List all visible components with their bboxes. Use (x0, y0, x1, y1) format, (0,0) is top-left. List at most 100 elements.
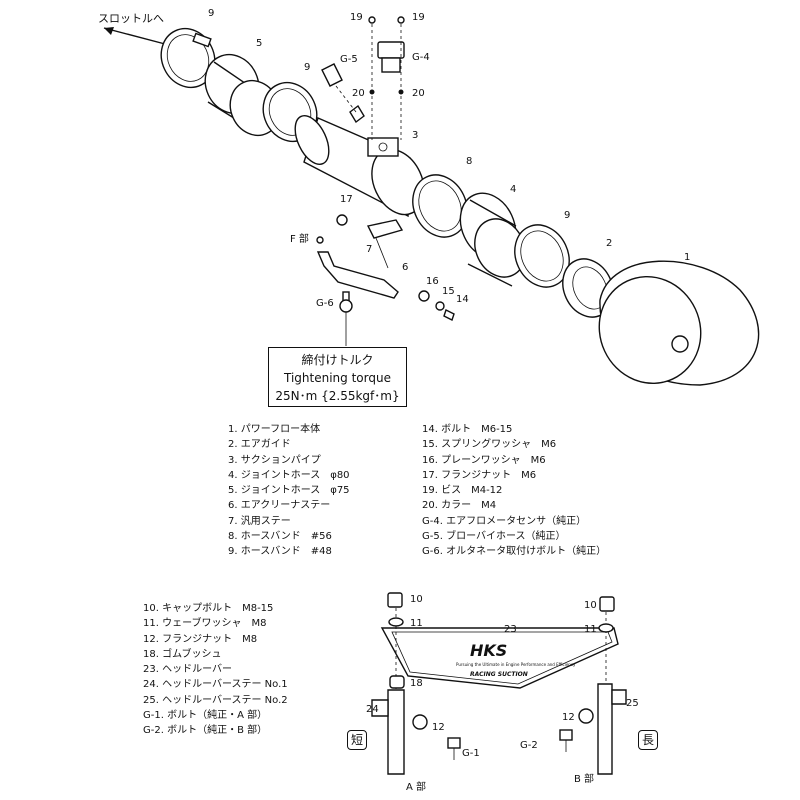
parts-list-item: 3. サクションパイプ (228, 454, 321, 466)
callout-9a: 9 (208, 8, 214, 19)
callout-a: A 部 (406, 780, 426, 793)
callout-9c: 9 (564, 210, 570, 221)
parts-list-item: 19. ビス M4-12 (422, 485, 503, 497)
hose-band-9-right (514, 224, 570, 288)
rubber-bush-18 (389, 675, 405, 689)
joint-hose-4 (459, 192, 526, 287)
power-flow-body-1 (598, 260, 760, 386)
parts-list-item: G-2. ボルト（純正・B 部） (143, 725, 268, 737)
callout-10b: 10 (584, 600, 597, 611)
callout-23: 23 (504, 624, 517, 635)
wave-washer-11-right (598, 623, 614, 633)
logo-brand: HKS (470, 641, 507, 660)
parts-list-item: 6. エアクリーナステー (228, 500, 331, 512)
callout-15: 15 (442, 286, 455, 297)
cap-bolt-10-right (599, 596, 615, 684)
parts-list-right: 14. ボルト M6-15 15. スプリングワッシャ M6 16. プレーンワ… (422, 422, 606, 560)
logo-name: RACING SUCTION (470, 671, 528, 678)
parts-list-item: 7. 汎用ステー (228, 515, 291, 527)
callout-f: F 部 (290, 232, 309, 245)
parts-list-item: G-5. ブローバイホース（純正） (422, 531, 566, 543)
parts-list-item: 12. フランジナット M8 (143, 633, 258, 645)
callout-g1: G-1 (462, 748, 480, 759)
parts-list-item: G-1. ボルト（純正・A 部） (143, 710, 268, 722)
callout-g6: G-6 (316, 298, 334, 309)
parts-list-item: 5. ジョイントホース φ75 (228, 485, 350, 497)
callout-3: 3 (412, 130, 418, 141)
callout-1: 1 (684, 252, 690, 263)
head-louver-23 (380, 627, 619, 689)
callout-g5: G-5 (340, 54, 358, 65)
bolt-g1 (447, 737, 461, 760)
wave-washer-11-left (388, 617, 404, 627)
callout-18: 18 (410, 678, 423, 689)
hose-band-9-top (160, 27, 216, 89)
callout-5: 5 (256, 38, 262, 49)
bolt-g2 (559, 729, 573, 752)
parts-list-item: 9. ホースバンド #48 (228, 546, 332, 558)
callout-2: 2 (606, 238, 612, 249)
callout-g2: G-2 (520, 740, 538, 751)
parts-list-item: 24. ヘッドルーバーステー No.1 (143, 679, 288, 691)
parts-list-item: 11. ウェーブワッシャ M8 (143, 618, 267, 630)
parts-list-item: 20. カラー M4 (422, 500, 497, 512)
airflow-sensor-g4 (368, 16, 405, 140)
callout-19a: 19 (350, 12, 363, 23)
louver-stay-24 (371, 689, 405, 775)
callout-25: 25 (626, 698, 639, 709)
suction-pipe-3 (294, 104, 425, 218)
callout-12a: 12 (432, 722, 445, 733)
bolt-washer-set (418, 290, 455, 321)
badge-long: 長 (638, 730, 658, 750)
torque-spec-box: 締付けトルク Tightening torque 25N･m {2.55kgf･… (268, 347, 407, 407)
callout-6: 6 (402, 262, 408, 273)
throttle-direction-arrow (103, 27, 166, 45)
parts-list-item: 23. ヘッドルーバー (143, 664, 232, 676)
parts-list-item: 10. キャップボルト M8-15 (143, 603, 274, 614)
callout-12b: 12 (562, 712, 575, 723)
throttle-label: スロットルへ (98, 12, 164, 25)
louver-stay-25 (597, 683, 627, 775)
callout-9b: 9 (304, 62, 310, 73)
callout-g4: G-4 (412, 52, 430, 63)
callout-4: 4 (510, 184, 516, 195)
callout-b: B 部 (574, 772, 594, 785)
alternator-bolt-g6 (339, 291, 353, 346)
callout-11b: 11 (584, 624, 597, 635)
parts-list-item: G-4. エアフロメータセンサ（純正） (422, 515, 587, 527)
callout-17: 17 (340, 194, 353, 205)
callout-19b: 19 (412, 12, 425, 23)
callout-14: 14 (456, 294, 469, 305)
callout-7: 7 (366, 244, 372, 255)
parts-list-item: 2. エアガイド (228, 439, 291, 451)
parts-list-item: 8. ホースバンド #56 (228, 531, 332, 543)
parts-list-item: 14. ボルト M6-15 (422, 424, 513, 435)
parts-list-item: 15. スプリングワッシャ M6 (422, 439, 557, 451)
parts-list-item: 25. ヘッドルーバーステー No.2 (143, 694, 288, 706)
callout-8: 8 (466, 156, 472, 167)
badge-short: 短 (347, 730, 367, 750)
callout-20b: 20 (412, 88, 425, 99)
torque-value: 25N･m {2.55kgf･m} (275, 389, 400, 403)
callout-20a: 20 (352, 88, 365, 99)
parts-list-left: 1. パワーフロー本体 2. エアガイド 3. サクションパイプ 4. ジョイン… (228, 422, 350, 560)
parts-list-item: 18. ゴムブッシュ (143, 648, 222, 660)
callout-labels: 9 5 9 19 19 G-5 G-4 20 20 3 8 4 9 2 1 17… (208, 8, 690, 793)
parts-list-item: G-6. オルタネータ取付けボルト（純正） (422, 546, 607, 558)
callout-11a: 11 (410, 618, 423, 629)
callout-10a: 10 (410, 594, 423, 605)
parts-list-item: 17. フランジナット M6 (422, 469, 537, 481)
parts-list-bottom: 10. キャップボルト M8-15 11. ウェーブワッシャ M8 12. フラ… (143, 601, 288, 739)
flange-nut-12-left (412, 714, 428, 730)
parts-list-item: 16. プレーンワッシャ M6 (422, 454, 546, 466)
stay-6-7 (316, 214, 404, 299)
torque-jp: 締付けトルク (301, 353, 374, 367)
parts-list-item: 4. ジョイントホース φ80 (228, 469, 350, 481)
callout-16: 16 (426, 276, 439, 287)
flange-nut-12-right (578, 708, 594, 724)
parts-list-item: 1. パワーフロー本体 (228, 424, 321, 435)
callout-24: 24 (366, 704, 379, 715)
logo-tagline: Pursuing the Ultimate in Engine Performa… (456, 662, 576, 667)
torque-en: Tightening torque (284, 371, 391, 385)
